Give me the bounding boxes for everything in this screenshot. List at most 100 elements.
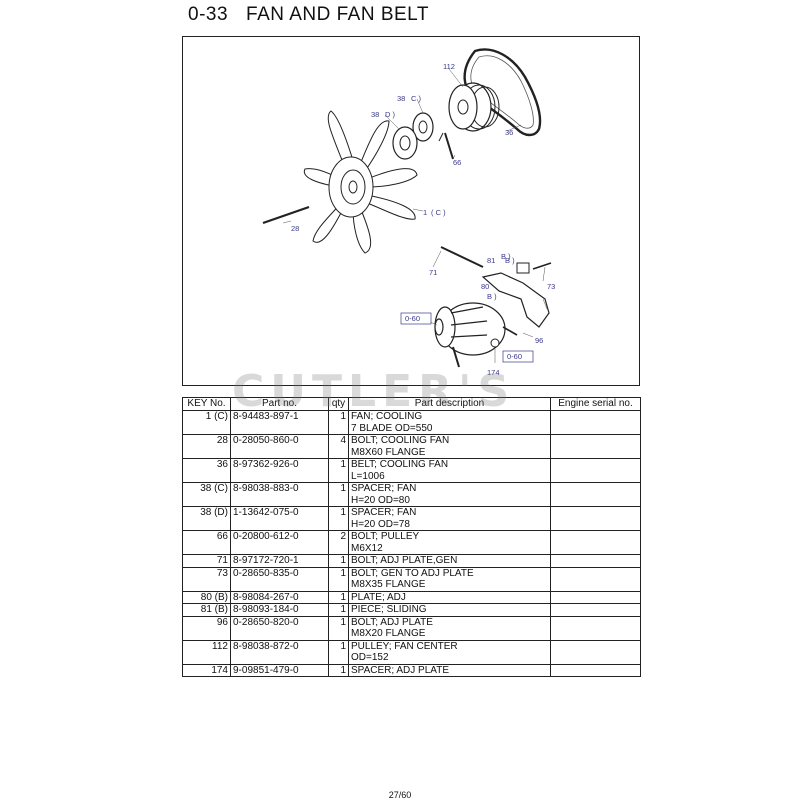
description-spec: M6X12 xyxy=(351,542,383,554)
qty: 1 xyxy=(328,639,349,665)
section-title: FAN AND FAN BELT xyxy=(246,4,429,25)
callout-36: 36 xyxy=(505,128,513,137)
ref-0-60-left: 0-60 xyxy=(405,314,420,323)
part-no: 8-97362-926-0 xyxy=(230,458,329,483)
key-no: 80 (B) xyxy=(182,590,231,604)
qty: 1 xyxy=(328,590,349,604)
part-description: SPACER; ADJ PLATE xyxy=(348,663,551,677)
part-no: 8-94483-897-1 xyxy=(230,410,329,435)
fan-pulley-drawing xyxy=(448,82,500,132)
header-engine-serial-no: Engine serial no. xyxy=(550,397,641,411)
description-spec: H=20 OD=78 xyxy=(351,518,410,530)
description-line: FAN; COOLING xyxy=(351,411,423,423)
part-no: 0-28050-860-0 xyxy=(230,434,329,459)
callout-112: 112 xyxy=(443,62,455,71)
callout-38-c: 38 xyxy=(397,94,405,103)
callout-1-c: 1 xyxy=(423,208,427,217)
table-row: 81 (B) 8-98093-184-0 1 PIECE; SLIDING xyxy=(182,603,641,617)
part-no: 9-09851-479-0 xyxy=(230,663,329,677)
key-no: 81 (B) xyxy=(182,603,231,617)
engine-serial xyxy=(550,458,641,483)
qty: 2 xyxy=(328,530,349,555)
description-line: BOLT; ADJ PLATE,GEN xyxy=(351,555,458,566)
description-spec: M8X35 FLANGE xyxy=(351,579,426,590)
callout-38-d: 38 xyxy=(371,110,379,119)
callout-81-b: 81 xyxy=(487,256,495,265)
engine-serial xyxy=(550,603,641,617)
ref-box-0-60-right xyxy=(502,350,534,363)
description-line: BELT; COOLING FAN xyxy=(351,459,449,471)
callout-80-b: 80 xyxy=(481,282,489,291)
key-no: 174 xyxy=(182,663,231,677)
part-no: 8-98084-267-0 xyxy=(230,590,329,604)
qty: 4 xyxy=(328,434,349,459)
description-spec: M8X20 FLANGE xyxy=(351,628,426,639)
engine-serial xyxy=(550,590,641,604)
key-no: 1 (C) xyxy=(182,410,231,435)
description-line: SPACER; FAN xyxy=(351,507,417,519)
part-description: PLATE; ADJ xyxy=(348,590,551,604)
part-no: 0-28650-820-0 xyxy=(230,615,329,641)
part-no: 0-28650-835-0 xyxy=(230,566,329,592)
qty: 1 xyxy=(328,663,349,677)
callout-66: 66 xyxy=(453,158,461,167)
description-line: BOLT; ADJ PLATE xyxy=(351,616,433,628)
description-spec: H=20 OD=80 xyxy=(351,494,410,506)
qty: 1 xyxy=(328,566,349,592)
description-line: PLATE; ADJ xyxy=(351,591,406,603)
part-no: 8-98038-883-0 xyxy=(230,482,329,507)
description-spec: M8X60 FLANGE xyxy=(351,446,426,458)
callout-96: 96 xyxy=(535,336,543,345)
parts-table: KEY No. Part no. qty Part description En… xyxy=(182,397,641,677)
engine-serial xyxy=(550,434,641,459)
alternator-drawing xyxy=(434,302,506,356)
part-no: 8-98038-872-0 xyxy=(230,639,329,665)
part-no: 1-13642-075-0 xyxy=(230,506,329,531)
key-no: 71 xyxy=(182,554,231,568)
engine-serial xyxy=(550,615,641,641)
description-line: BOLT; COOLING FAN xyxy=(351,435,450,447)
description-spec: OD=152 xyxy=(351,652,389,663)
key-no: 28 xyxy=(182,434,231,459)
description-line: BOLT; PULLEY xyxy=(351,531,420,543)
description-line: BOLT; GEN TO ADJ PLATE xyxy=(351,567,474,579)
engine-serial xyxy=(550,639,641,665)
page-title: 0-33 FAN AND FAN BELT xyxy=(188,4,429,26)
callout-38-d-ref: D ) xyxy=(385,110,396,119)
key-no: 38 (D) xyxy=(182,506,231,531)
engine-serial xyxy=(550,410,641,435)
cooling-fan-drawing xyxy=(303,110,418,254)
key-no: 38 (C) xyxy=(182,482,231,507)
table-header-row: KEY No. Part no. qty Part description En… xyxy=(182,397,641,411)
key-no: 36 xyxy=(182,458,231,483)
callout-1-c-ref: ( C ) xyxy=(431,208,446,217)
header-qty: qty xyxy=(328,397,349,411)
adj-plate-drawing xyxy=(481,272,550,328)
page-number: 27/60 xyxy=(388,790,412,800)
callout-80-b-ref: B ) xyxy=(487,292,497,301)
exploded-view-drawing: 112 38 C ) 38 D ) 36 66 1 ( C ) 28 71 81… xyxy=(262,48,555,377)
description-spec: L=1006 xyxy=(351,470,385,482)
qty: 1 xyxy=(328,615,349,641)
callout-28: 28 xyxy=(291,224,299,233)
description-spec: 7 BLADE OD=550 xyxy=(351,422,433,434)
part-description: BOLT; ADJ PLATE,GEN xyxy=(348,554,551,568)
callout-b-ref: B ) xyxy=(501,252,511,261)
section-code: 0-33 xyxy=(188,4,229,25)
key-no: 73 xyxy=(182,566,231,592)
table-row: 80 (B) 8-98084-267-0 1 PLATE; ADJ xyxy=(182,590,641,604)
